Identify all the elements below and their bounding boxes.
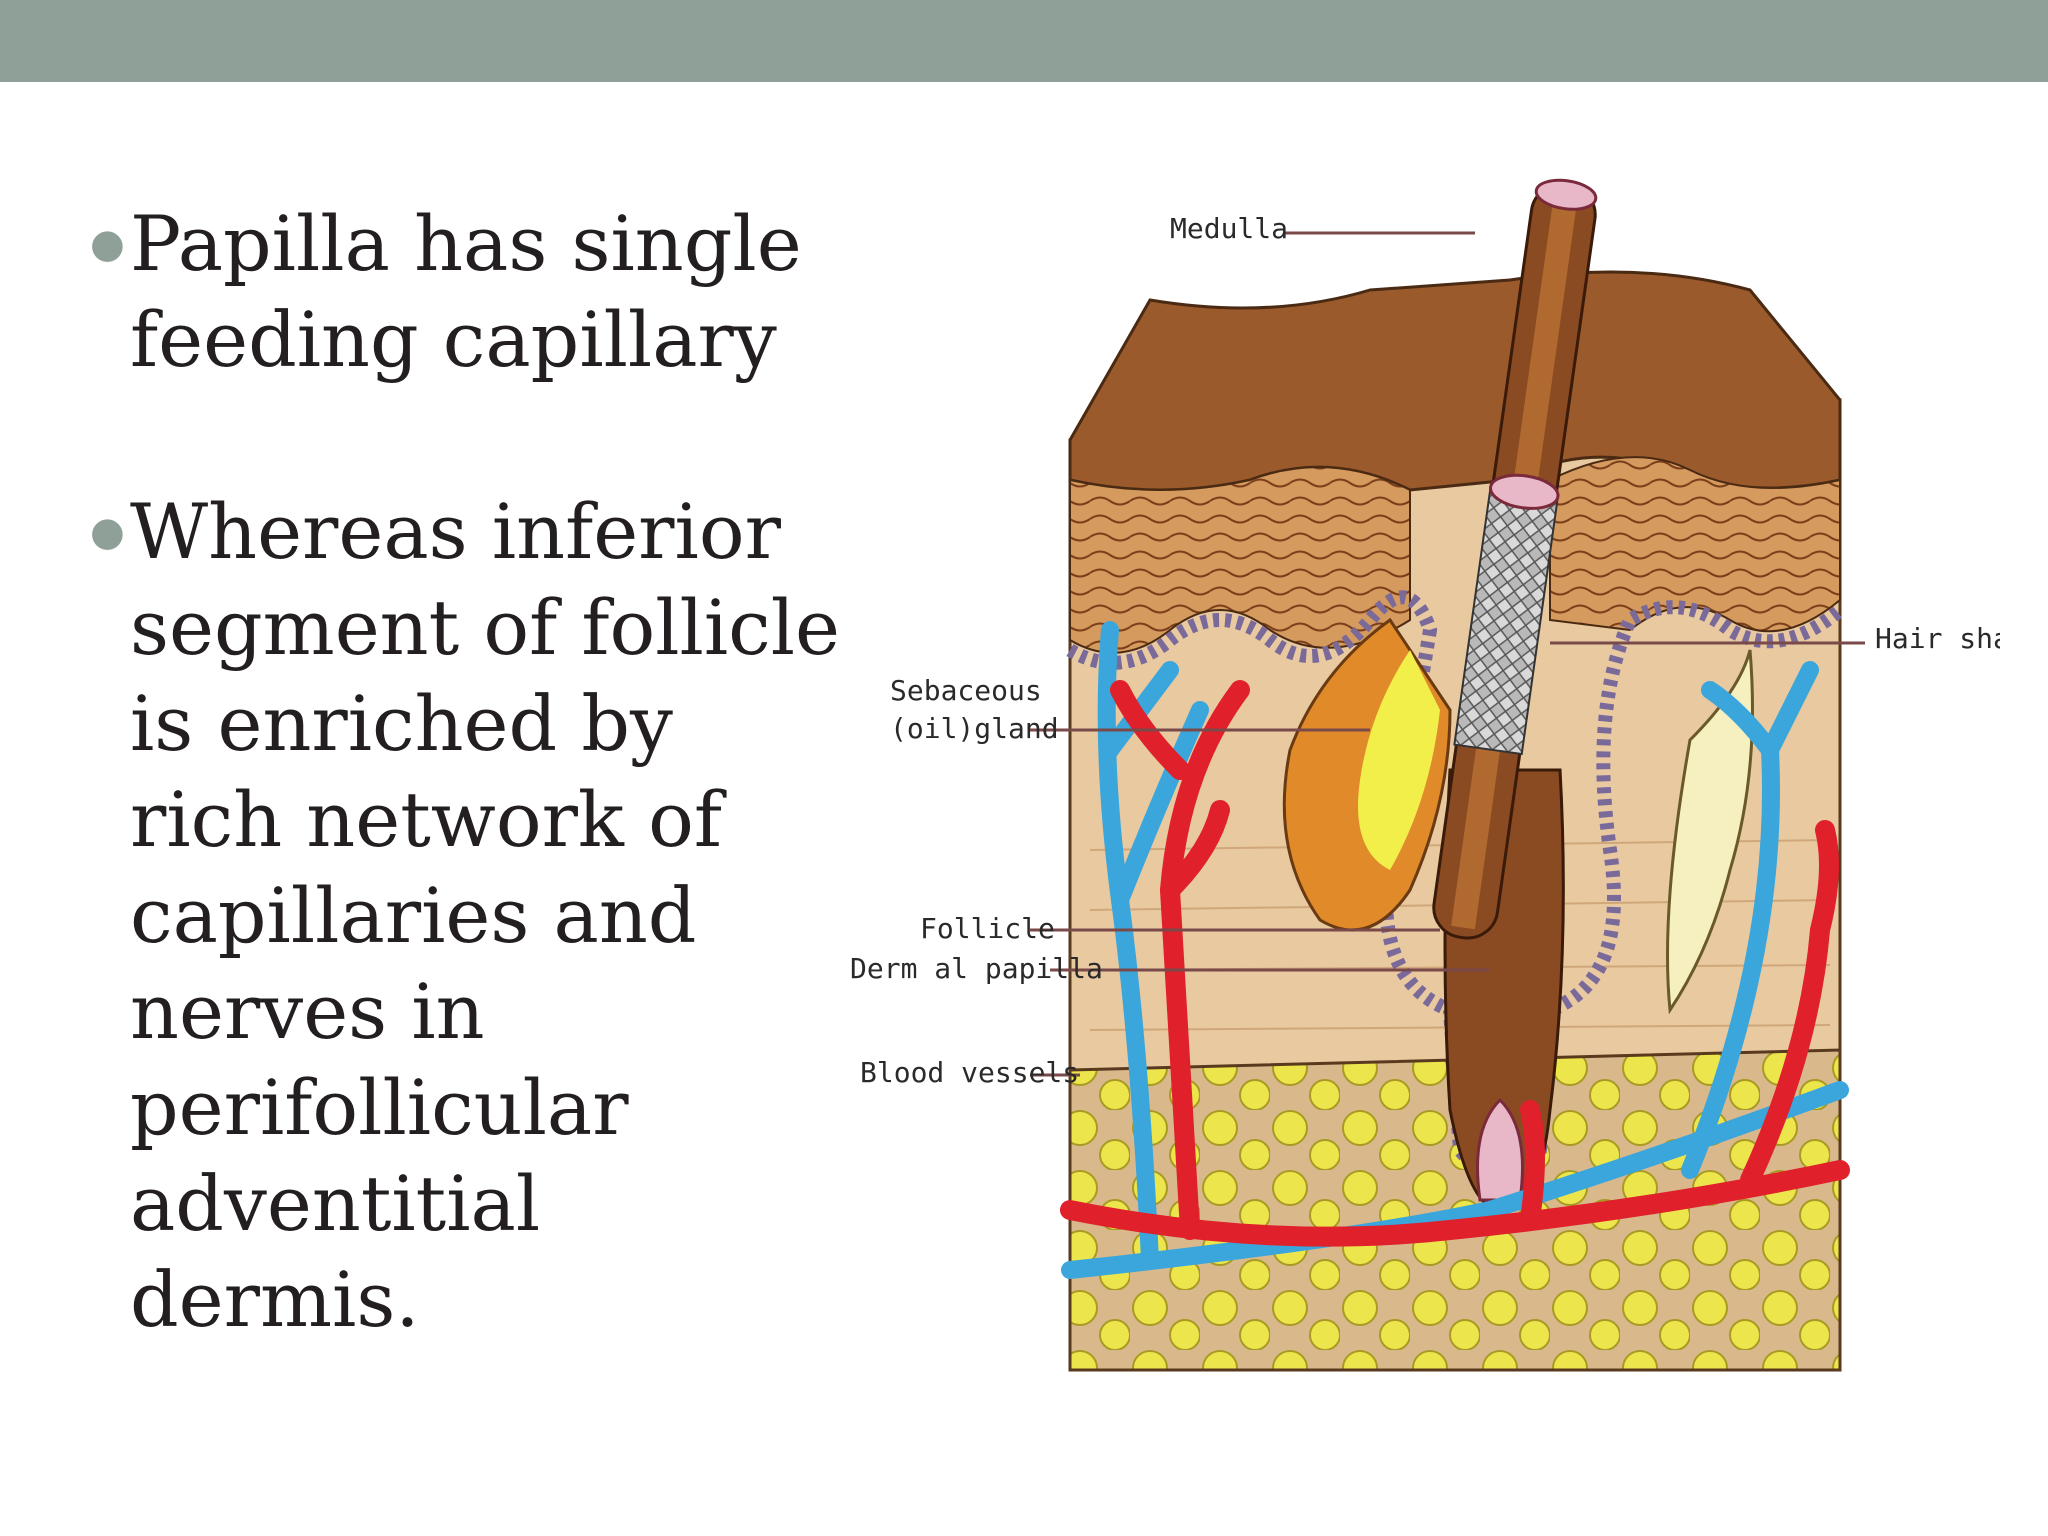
bullet-list: ● Papilla has single feeding capillary ●…	[84, 196, 844, 1444]
bullet-dot-icon: ●	[90, 509, 125, 555]
label-sebaceous-line1: Sebaceous	[890, 674, 1042, 707]
basement-membrane	[1066, 590, 1845, 1182]
label-blood-vessels: Blood vessels	[860, 1056, 1079, 1089]
hair-follicle-svg: Medulla Hair shaft Sebaceous (oil)gland …	[850, 178, 2000, 1372]
label-dermal-papilla: Derm al papilla	[850, 952, 1103, 985]
label-follicle: Follicle	[920, 912, 1055, 945]
label-sebaceous-line2: (oil)gland	[890, 712, 1059, 745]
epidermis-top	[1068, 270, 1842, 492]
label-hair-shaft: Hair shaft	[1875, 622, 2000, 655]
arrector-pili	[1666, 649, 1754, 1015]
bullet-text: Whereas inferior segment of follicle is …	[130, 487, 841, 1344]
arteries	[1060, 680, 1850, 1247]
dermal-papilla	[1476, 1097, 1524, 1202]
bullet-item: ● Whereas inferior segment of follicle i…	[84, 484, 844, 1348]
hair-follicle-diagram: Medulla Hair shaft Sebaceous (oil)gland …	[850, 150, 2000, 1430]
label-medulla: Medulla	[1170, 212, 1288, 245]
hair-shaft	[1432, 178, 1598, 940]
bullet-text: Papilla has single feeding capillary	[130, 199, 802, 384]
bullet-dot-icon: ●	[90, 221, 125, 267]
bullet-item: ● Papilla has single feeding capillary	[84, 196, 844, 388]
header-bar	[0, 0, 2048, 82]
sebaceous-core	[1358, 650, 1440, 870]
